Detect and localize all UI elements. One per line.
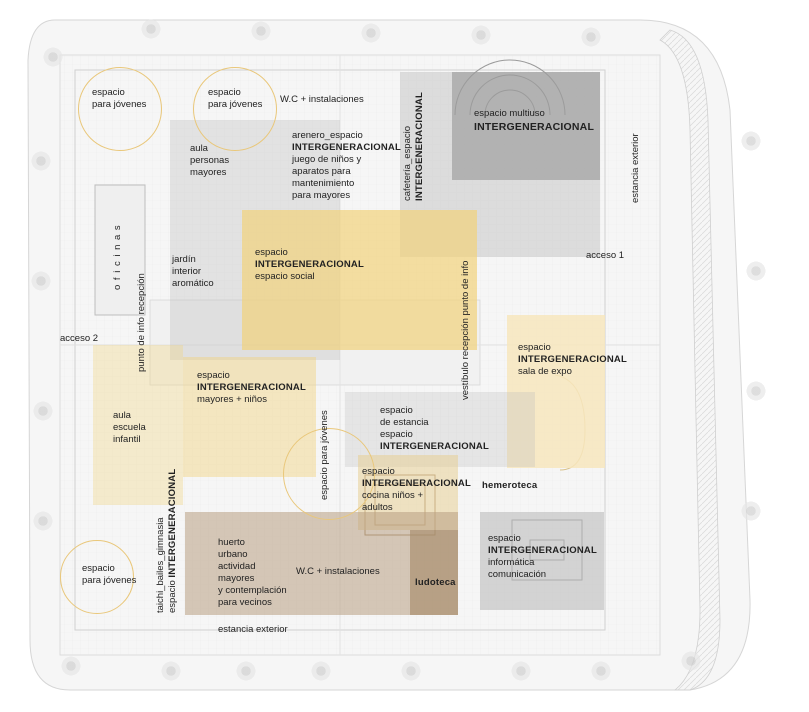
label-taichi: taichi_bailes_gimnasia <box>155 517 166 613</box>
tree-icon <box>680 650 702 672</box>
label-cafeteria-bold: INTERGENERACIONAL <box>414 92 425 201</box>
zone-estancia <box>345 392 535 467</box>
label-estancia-exterior-right: estancia exterior <box>630 133 641 203</box>
label-informatica: espacio <box>488 533 521 544</box>
zone-informatica <box>480 512 604 610</box>
tree-icon <box>740 500 762 522</box>
tree-icon <box>400 660 422 682</box>
tree-icon <box>30 150 52 172</box>
youth-circle <box>78 67 162 151</box>
label-oficinas: o f i c i n a s <box>112 224 123 290</box>
label-acceso-1: acceso 1 <box>586 250 625 261</box>
label-recepcion-left: punto de info recepción <box>136 273 147 372</box>
label-vestibulo: vestíbulo recepción punto de info <box>460 260 471 400</box>
zone-multiuso <box>452 72 600 180</box>
tree-icon <box>580 26 602 48</box>
label-arenero: arenero_espacio <box>292 130 363 141</box>
tree-icon <box>745 260 767 282</box>
label-expo: espacio <box>518 342 551 353</box>
label-wc-bottom: W.C + instalaciones <box>296 566 380 577</box>
label-mayores-ninos-bold: INTERGENERACIONAL <box>197 382 306 393</box>
label-jovenes-top: espacio para jóvenes <box>208 87 263 110</box>
label-hemeroteca: hemeroteca <box>482 480 538 491</box>
label-arenero-bold: INTERGENERACIONAL <box>292 142 401 153</box>
tree-icon <box>60 655 82 677</box>
tree-icon <box>32 400 54 422</box>
tree-icon <box>745 380 767 402</box>
label-jardin: jardín interior aromático <box>172 254 214 289</box>
label-cocina: espacio <box>362 466 395 477</box>
label-mayores-ninos-detail: mayores + niños <box>197 394 267 405</box>
tree-icon <box>310 660 332 682</box>
label-social-detail: espacio social <box>255 271 315 282</box>
label-informatica-bold: INTERGENERACIONAL <box>488 545 597 556</box>
label-mayores-ninos: espacio <box>197 370 230 381</box>
label-ludoteca: ludoteca <box>415 577 456 588</box>
tree-icon <box>250 20 272 42</box>
youth-circle <box>283 428 375 520</box>
tree-icon <box>140 18 162 40</box>
label-aula-escuela: aula escuela infantil <box>113 410 146 445</box>
tree-icon <box>160 660 182 682</box>
label-estancia-exterior-bottom: estancia exterior <box>218 624 288 635</box>
tree-icon <box>30 270 52 292</box>
label-informatica-detail: informática comunicación <box>488 557 547 580</box>
label-estancia-bold: INTERGENERACIONAL <box>380 441 489 452</box>
tree-icon <box>42 46 64 68</box>
label-cocina-detail: cocina niños + adultos <box>362 490 423 513</box>
tree-icon <box>590 660 612 682</box>
tree-icon <box>360 22 382 44</box>
zone-sala-expo <box>507 315 605 468</box>
label-jovenes-center: espacio para jóvenes <box>319 410 330 500</box>
zone-escuela-infantil <box>93 345 183 505</box>
label-huerto: huerto urbano actividad mayores y contem… <box>218 537 287 608</box>
tree-icon <box>32 510 54 532</box>
tree-icon <box>740 130 762 152</box>
label-jovenes-top-left: espacio para jóvenes <box>92 87 147 110</box>
label-social: espacio <box>255 247 288 258</box>
tree-icon <box>510 660 532 682</box>
label-jovenes-bottom-left: espacio para jóvenes <box>82 563 137 586</box>
label-cafeteria: cafetería_espacio <box>402 126 413 201</box>
zone-ludoteca <box>410 530 458 615</box>
label-cocina-bold: INTERGENERACIONAL <box>362 478 471 489</box>
label-multiuso: espacio multiuso <box>474 108 545 119</box>
label-multiuso-bold: INTERGENERACIONAL <box>474 121 595 133</box>
youth-circle <box>60 540 134 614</box>
youth-circle <box>193 67 277 151</box>
label-arenero-detail: juego de niños y aparatos para mantenimi… <box>292 154 362 201</box>
label-expo-bold: INTERGENERACIONAL <box>518 354 627 365</box>
label-estancia: espacio de estancia espacio <box>380 405 429 440</box>
tree-icon <box>235 660 257 682</box>
label-aula-mayores: aula personas mayores <box>190 143 230 178</box>
label-taichi-2: espacio INTERGENERACIONAL <box>167 468 178 613</box>
label-wc-top: W.C + instalaciones <box>280 94 364 105</box>
label-expo-detail: sala de expo <box>518 366 572 377</box>
label-social-bold: INTERGENERACIONAL <box>255 259 364 270</box>
label-acceso-2: acceso 2 <box>60 333 99 344</box>
tree-icon <box>470 24 492 46</box>
zone-espacio-social <box>242 210 477 350</box>
